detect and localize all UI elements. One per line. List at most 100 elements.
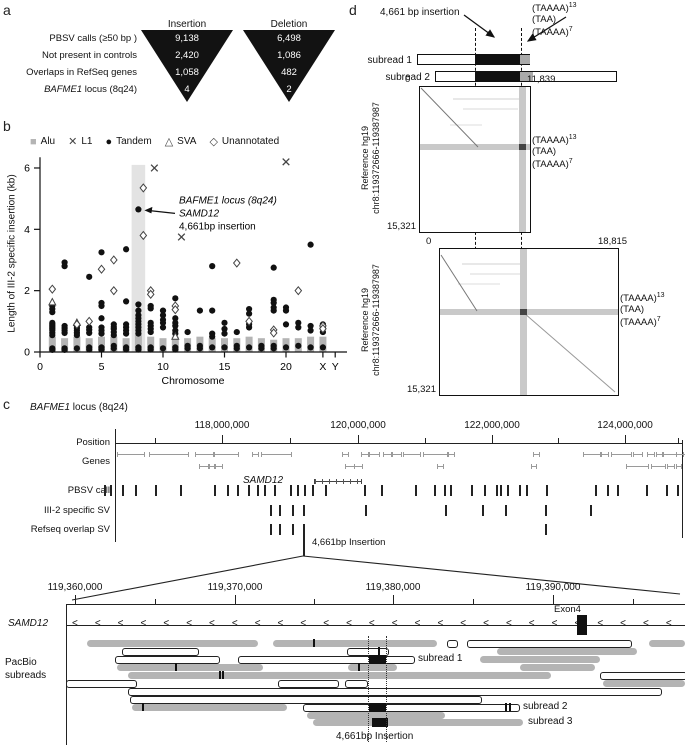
repeat-line: (TAAAA)7 (620, 316, 661, 329)
gene-glyph (667, 464, 675, 469)
axis-tick-label: 120,000,000 (330, 420, 386, 431)
subread-insertion-box (372, 718, 388, 727)
sv-tick (507, 485, 509, 496)
repeat-annotation-top: (TAAAA)13(TAA)(TAAAA)7 (532, 1, 577, 39)
deletion-funnel-triangle (243, 30, 335, 102)
funnel-value: 482 (281, 67, 297, 78)
subread-mark (175, 663, 177, 671)
axis-minor-tick (678, 438, 679, 443)
repeat-line: (TAA) (620, 303, 645, 315)
repeat-line: (TAAAA)13 (532, 134, 577, 147)
legend-label: Alu (40, 136, 56, 147)
panel-c-title: BAFME1 locus (8q24) (30, 402, 128, 413)
subread-bar-white (345, 680, 368, 688)
pacbio-label-line2: subreads (5, 670, 47, 681)
repeat-annotation-plot1: (TAAAA)13(TAA)(TAAAA)7 (532, 133, 577, 171)
subread-mark (313, 639, 315, 647)
axis-tick (358, 435, 359, 443)
axis-minor-tick (290, 438, 291, 443)
triangle-open-icon: △ (164, 136, 174, 148)
plot1-ymax: 15,321 (386, 221, 416, 232)
svg-text:Chromosome: Chromosome (161, 375, 224, 387)
pacbio-label-line1: PacBio (5, 657, 37, 668)
panel-c-label: c (3, 396, 10, 412)
subread2-label: subread 2 (385, 72, 430, 83)
track-label: PBSV call (67, 485, 110, 496)
subread-mark (505, 703, 507, 711)
sv-tick (365, 505, 367, 516)
sv-tick (677, 485, 679, 496)
square-gray-icon: ■ (30, 135, 37, 148)
svg-text:0: 0 (37, 361, 43, 373)
insertion-callout-tick (303, 528, 305, 556)
repeat-line: (TAAAA)7 (532, 26, 573, 39)
insertion-funnel-triangle (141, 30, 233, 102)
gene-glyph (342, 452, 349, 457)
sv-tick (155, 485, 157, 496)
subread-bar-white (278, 680, 339, 688)
zoom-axis-tick (393, 595, 394, 604)
samd12-gene-label: SAMD12 (243, 475, 284, 486)
gene-glyph (583, 452, 601, 457)
gene-glyph (647, 452, 655, 457)
funnel-value: 1,086 (277, 50, 301, 61)
axis-minor-tick (155, 438, 156, 443)
zoom-axis-minor-tick (314, 599, 315, 604)
gene-glyph (611, 452, 632, 457)
track-label: Refseq overlap SV (30, 524, 110, 535)
zoom-axis-tick (553, 595, 554, 604)
funnel-value: 1,058 (175, 67, 199, 78)
subread-bar-gray (117, 664, 263, 671)
zoom-axis-tick (235, 595, 236, 604)
subread-bar-white (467, 640, 632, 648)
zoom-axis-tick-label: 119,370,000 (207, 582, 263, 593)
sv-tick (519, 485, 521, 496)
subread-bar-white (600, 672, 685, 680)
funnel-value: 2 (286, 84, 292, 95)
diamond-open-icon: ◇ (209, 136, 218, 148)
subread-bar-white (128, 688, 662, 696)
sv-tick (364, 485, 366, 496)
legend-item: △SVA (165, 135, 197, 148)
repeat-line: (TAAAA)13 (620, 292, 665, 305)
gene-glyph (437, 464, 444, 469)
sv-tick (444, 485, 446, 496)
gene-glyph (403, 452, 421, 457)
svg-text:10: 10 (157, 361, 169, 373)
track-label: III-2 specific SV (44, 505, 110, 516)
gene-glyph (369, 452, 380, 457)
d-insertion-label: 4,661 bp insertion (380, 7, 460, 18)
subread-row-label: subread 3 (528, 716, 573, 727)
legend-label: Unannotated (221, 136, 280, 147)
svg-text:15: 15 (219, 361, 231, 373)
zoom-insertion-label: 4,661bp Insertion (336, 731, 414, 742)
svg-text:4: 4 (24, 224, 30, 236)
plot1-x1: 11,839 (527, 74, 556, 85)
sv-tick (505, 505, 507, 516)
sv-tick (312, 485, 314, 496)
gene-glyph (447, 452, 455, 457)
sv-tick (381, 485, 383, 496)
sv-tick (325, 485, 327, 496)
sv-tick (595, 485, 597, 496)
track-label: Position (76, 437, 110, 448)
sv-tick (303, 505, 305, 516)
circle-filled-icon: ● (105, 135, 113, 148)
legend-label: SVA (177, 136, 197, 147)
track-label: Genes (82, 456, 110, 467)
funnel-value: 4 (184, 84, 190, 95)
gene-glyph (392, 452, 402, 457)
sv-tick (274, 485, 276, 496)
insertion-dotted-line-right (386, 636, 387, 742)
sv-tick (270, 505, 272, 516)
subread-insertion-box (369, 703, 386, 712)
subread1-label: subread 1 (367, 55, 412, 66)
funnel-row-label: BAFME1 locus (8q24) (44, 84, 137, 95)
sv-tick (122, 485, 124, 496)
subread-bar-white (238, 656, 415, 664)
repeat-line: (TAA) (532, 145, 557, 157)
subread-bar-white (115, 656, 220, 664)
subread-bar-gray (520, 664, 595, 671)
